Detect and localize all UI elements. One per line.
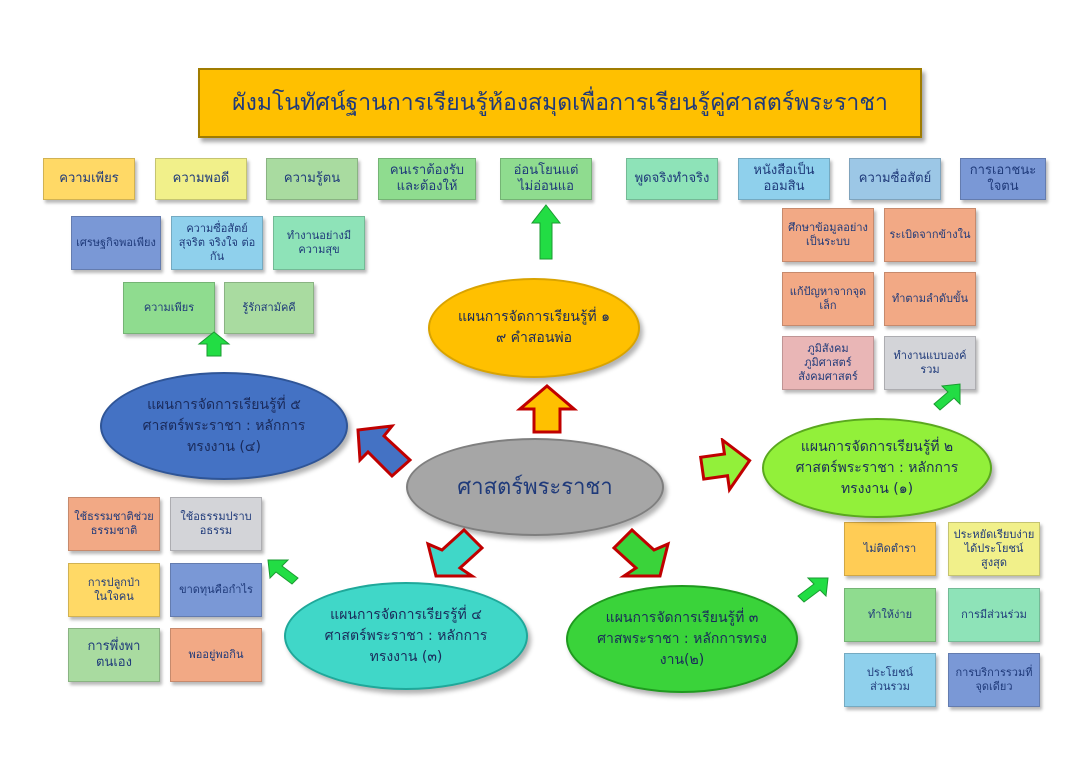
plan-1-ellipse: แผนการจัดการเรียนรู้ที่ ๑ ๙ คำสอนพ่อ (428, 278, 640, 378)
diagram-title: ผังมโนทัศน์ฐานการเรียนรู้ห้องสมุดเพื่อกา… (198, 68, 922, 138)
p3-topic-3: ทำให้ง่าย (844, 588, 936, 642)
arrow-up-plan1-icon (516, 384, 578, 434)
p4-topic-5: การพึ่งพา ตนเอง (68, 628, 160, 682)
plan-2-ellipse: แผนการจัดการเรียนรู้ที่ ๒ ศาสตร์พระราชา … (762, 418, 992, 518)
p2-topic-2: ระเบิดจากข้างใน (884, 208, 976, 262)
top-value-2: ความพอดี (155, 158, 247, 200)
arrow-up-small-green-icon (197, 331, 231, 357)
p2-topic-3: แก้ปัญหาจากจุด เล็ก (782, 272, 874, 326)
top-value-3: ความรู้ตน (266, 158, 358, 200)
p4-topic-2: ใช้อธรรมปราบ อธรรม (170, 497, 262, 551)
p4-topic-6: พออยู่พอกิน (170, 628, 262, 682)
arrow-diagonal-green-icon (933, 383, 961, 411)
p3-topic-1: ไม่ติดตำรา (844, 522, 936, 576)
p2-topic-5: ภูมิสังคม ภูมิศาสตร์ สังคมศาสตร์ (782, 336, 874, 390)
top-value-9: การเอาชนะ ใจตน (960, 158, 1046, 200)
p3-topic-5: ประโยชน์ ส่วนรวม (844, 653, 936, 707)
top-value-8: ความซื่อสัตย์ (849, 158, 941, 200)
arrow-upleft-plan5-icon (356, 424, 413, 479)
p4-topic-1: ใช้ธรรมชาติช่วย ธรรมชาติ (68, 497, 160, 551)
p5-topic-1: เศรษฐกิจพอเพียง (71, 216, 161, 270)
top-value-5: อ่อนโยนแต่ ไม่อ่อนแอ (500, 158, 592, 200)
top-value-6: พูดจริงทำจริง (626, 158, 718, 200)
p3-topic-6: การบริการรวมที่ จุดเดียว (948, 653, 1040, 707)
p3-topic-2: ประหยัดเรียบง่าย ได้ประโยชน์สูงสุด (948, 522, 1040, 576)
plan-3-ellipse: แผนการจัดการเรียนรู้ที่ ๓ ศาสพระราชา : ห… (566, 585, 798, 693)
p5-topic-2: ความซื่อสัตย์ สุจริต จริงใจ ต่อ กัน (171, 216, 263, 270)
center-ellipse: ศาสตร์พระราชา (406, 438, 664, 536)
arrow-right-green-icon (797, 577, 829, 603)
arrow-down-plan4-icon (425, 527, 485, 578)
p2-topic-4: ทำตามลำดับขั้น (884, 272, 976, 326)
p5-topic-5: รู้รักสามัคคี (224, 282, 314, 334)
plan-5-ellipse: แผนการจัดการเรียนรู้ที่ ๕ ศาสตร์พระราชา … (100, 372, 348, 480)
p3-topic-4: การมีส่วนร่วม (948, 588, 1040, 642)
arrow-up-green-icon (530, 204, 562, 260)
p4-topic-4: ขาดทุนคือกำไร (170, 563, 262, 617)
p5-topic-4: ความเพียร (123, 282, 215, 334)
p2-topic-6: ทำงานแบบองค์ รวม (884, 336, 976, 390)
p4-topic-3: การปลูกป่า ในใจคน (68, 563, 160, 617)
p5-topic-3: ทำงานอย่างมี ความสุข (273, 216, 365, 270)
top-value-1: ความเพียร (43, 158, 135, 200)
p2-topic-1: ศึกษาข้อมูลอย่าง เป็นระบบ (782, 208, 874, 262)
top-value-7: หนังสือเป็น ออมสิน (738, 158, 830, 200)
plan-4-ellipse: แผนการจัดการเรียรรู้ที่ ๔ ศาสตร์พระราชา … (284, 582, 528, 690)
arrow-down-plan3-icon (611, 527, 671, 578)
arrow-right-plan2-icon (698, 438, 752, 494)
top-value-4: คนเราต้องรับ และต้องให้ (378, 158, 476, 200)
arrow-left-green-icon (267, 559, 299, 585)
